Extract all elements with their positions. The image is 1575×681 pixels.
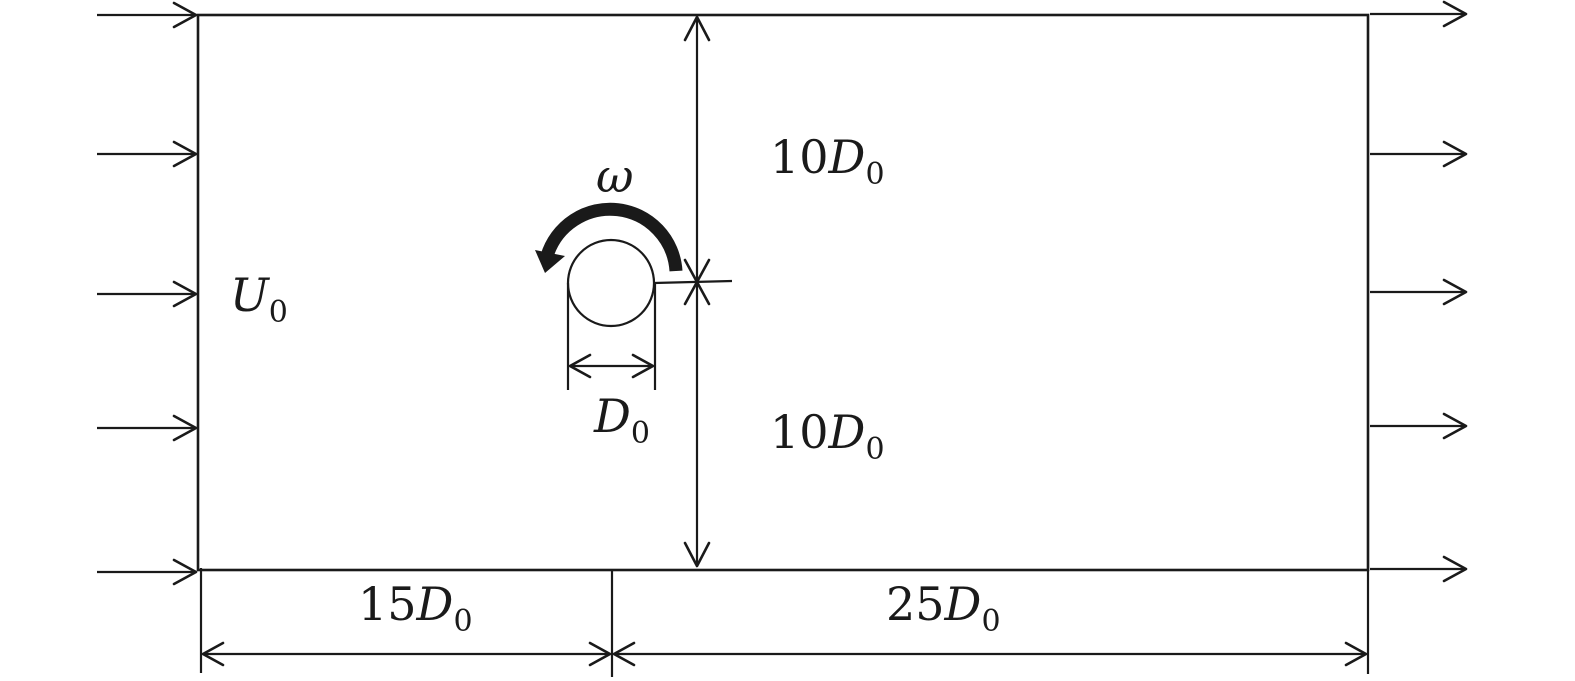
height-above-label: 10D0: [770, 130, 885, 192]
upstream-length-label: 15D0: [358, 577, 473, 639]
height-dimension: [683, 15, 711, 568]
rotation-label: ω: [596, 149, 634, 203]
length-dimensions: [199, 568, 1370, 677]
cylinder: [566, 238, 656, 328]
downstream-length-label: 25D0: [886, 577, 1001, 639]
rotation-arrow: [535, 202, 683, 273]
outflow-arrow: [1370, 412, 1468, 440]
outflow-arrow: [1370, 278, 1468, 306]
outflow-arrow: [1370, 0, 1468, 28]
outflow-arrows: [1370, 0, 1468, 583]
inflow-arrow: [97, 280, 198, 308]
diameter-dimension: [566, 283, 657, 390]
inflow-arrow: [97, 414, 198, 442]
inflow-arrow: [97, 558, 198, 586]
inflow-velocity-label: U0: [230, 268, 288, 330]
inflow-arrow: [97, 1, 198, 29]
outflow-arrow: [1370, 140, 1468, 168]
centerline-tick: [653, 279, 733, 285]
inflow-arrow: [97, 140, 198, 168]
diameter-label: D0: [593, 389, 650, 451]
inflow-arrows: [97, 1, 198, 586]
domain-boundary: [196, 13, 1370, 572]
height-below-label: 10D0: [770, 405, 885, 467]
outflow-arrow: [1370, 555, 1468, 583]
